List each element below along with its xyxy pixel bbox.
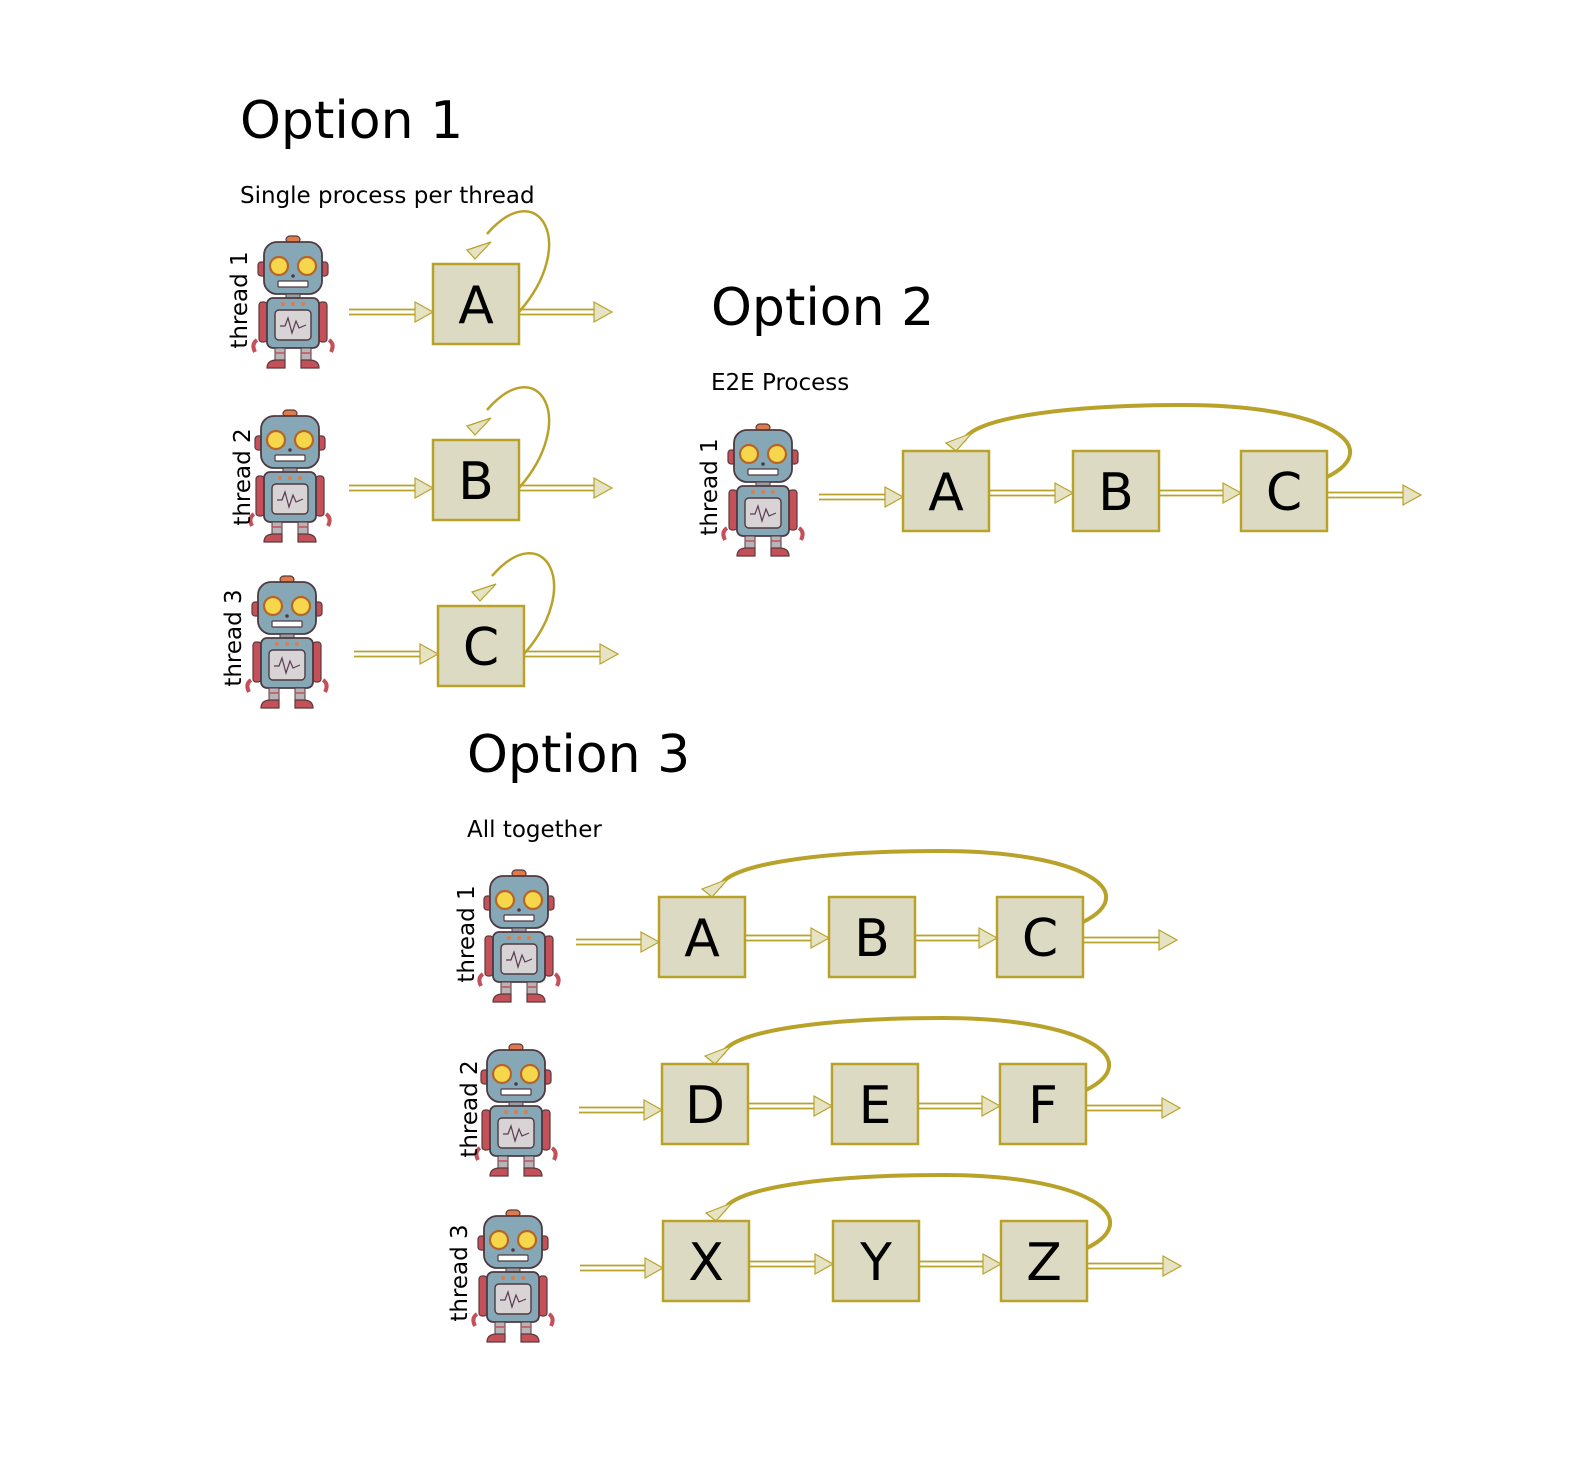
option1-thread-row: thread 2 B [230,386,614,544]
process-step-box: A [901,449,991,533]
option3-thread-row: thread 3 X Y Z [447,1172,1183,1344]
thread-label: thread 1 [454,885,480,982]
process-step-label: B [1098,463,1134,523]
step-connector-arrow [915,926,999,950]
exit-arrow [524,642,620,666]
loop-back-arrow-head [465,417,492,436]
step-connector-arrow [918,1094,1002,1118]
option1-thread-row: thread 3 C [221,552,620,710]
loop-back-arrow-head [700,878,729,898]
exit-arrow [1327,483,1423,507]
process-step-box: E [830,1062,920,1146]
thread-label: thread 3 [447,1224,473,1321]
process-step-label: A [928,463,964,523]
loop-back-arrow [721,1015,1111,1092]
step-connector-arrow [745,926,831,950]
process-step-label: A [458,276,494,336]
option2-thread-row: thread 1 A B C [697,402,1423,558]
option3-subtitle: All together [467,817,602,843]
loop-back-arrow [491,552,556,655]
loop-back-arrow [486,210,551,313]
process-step-label: Y [859,1233,892,1293]
option2-diagram: thread 1 A B C [697,402,1423,558]
step-connector-arrow [989,481,1075,505]
step-connector-arrow [1159,481,1243,505]
step-connector-arrow [748,1094,834,1118]
process-step-label: C [1266,463,1302,523]
option3-thread-row: thread 2 D E F [457,1015,1182,1178]
process-step-box: C [995,895,1085,979]
exit-arrow [1086,1096,1182,1120]
process-step-label: X [688,1233,724,1293]
option1-thread-row: thread 1 A [227,210,614,370]
robot-icon [245,574,329,710]
robot-icon [721,422,805,558]
loop-back-arrow-head [703,1045,732,1065]
entry-arrow [579,1098,664,1122]
process-step-label: F [1028,1076,1058,1136]
exit-arrow [1087,1254,1183,1278]
loop-back-arrow [486,386,551,489]
step-connector-arrow [749,1252,835,1276]
exit-arrow [519,300,614,324]
process-step-box: A [431,262,521,346]
option2-title: Option 2 [711,278,934,338]
loop-back-arrow [718,848,1108,924]
robot-icon [471,1208,555,1344]
loop-back-arrow-head [944,432,973,452]
exit-arrow [519,476,614,500]
process-step-box: Z [999,1219,1089,1303]
process-step-box: C [1239,449,1329,533]
option1-subtitle: Single process per thread [240,183,535,209]
process-step-box: B [431,438,521,522]
thread-label: thread 3 [221,589,247,686]
loop-back-arrow-head [704,1202,733,1222]
process-step-label: D [685,1076,725,1136]
entry-arrow [349,300,435,324]
robot-icon [474,1042,558,1178]
step-connector-arrow [919,1252,1003,1276]
thread-label: thread 2 [230,428,256,525]
process-step-box: Y [831,1219,921,1303]
process-step-box: A [657,895,747,979]
thread-label: thread 1 [697,438,723,535]
process-step-box: B [1071,449,1161,533]
entry-arrow [580,1256,665,1280]
thread-label: thread 1 [227,251,253,348]
process-step-label: B [458,452,494,512]
loop-back-arrow [962,402,1352,479]
process-step-label: A [684,909,720,969]
process-step-label: C [463,618,499,678]
loop-back-arrow [722,1172,1112,1250]
entry-arrow [349,476,435,500]
process-step-label: E [859,1076,892,1136]
thread-label: thread 2 [457,1060,483,1157]
process-step-box: C [436,604,526,688]
loop-back-arrow-head [465,241,492,260]
option2-subtitle: E2E Process [711,370,849,396]
process-step-box: B [827,895,917,979]
entry-arrow [354,642,440,666]
entry-arrow [819,485,905,509]
exit-arrow [1083,928,1179,952]
robot-icon [251,234,335,370]
process-step-label: Z [1026,1233,1062,1293]
process-step-box: X [661,1219,751,1303]
option3-thread-row: thread 1 A B C [454,848,1179,1004]
option1-title: Option 1 [240,91,463,151]
process-step-box: D [660,1062,750,1146]
option3-title: Option 3 [467,725,690,785]
entry-arrow [576,930,661,954]
loop-back-arrow-head [470,583,497,602]
robot-icon [477,868,561,1004]
process-step-label: B [854,909,890,969]
robot-icon [248,408,332,544]
process-step-label: C [1022,909,1058,969]
process-step-box: F [998,1062,1088,1146]
